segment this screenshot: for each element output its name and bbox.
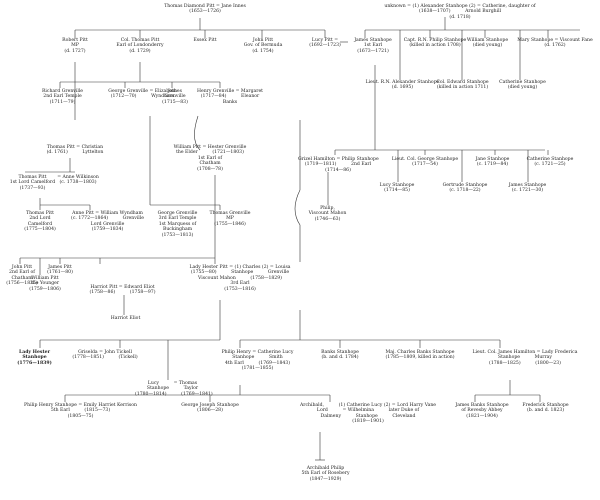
node-archibald-catherine-lucy: Archibald, (1) Catherine Lucy (2) = Lord…	[299, 403, 437, 425]
node-harriot-eliot: Harriot Eliot	[110, 316, 141, 321]
node-thomas-diamond-pitt: Thomas Diamond Pitt = Jane Innes (1653—1…	[164, 4, 246, 15]
node-henry-grenville: Henry Grenville = Margaret (1717—84) Ele…	[196, 89, 264, 105]
node-thomas-grenville: Thomas Grenville MP (1755—1846)	[209, 211, 251, 227]
node-maj-charles-banks-stanhope: Maj. Charles Banks Stanhope (1785—1809, …	[385, 350, 455, 361]
node-lady-hester-pitt-charles-stanhope: Lady Hester Pitt = (1) Charles (2) = Lou…	[189, 265, 291, 292]
node-george-grenville-buckingham: George Grenville 3rd Earl Temple 1st Mar…	[157, 211, 198, 238]
node-banks-stanhope: Banks Stanhope (b. and d. 1784)	[321, 350, 359, 361]
node-griselda: Griselda = John Tickell (1778—1851) (Tic…	[72, 350, 138, 361]
node-george-grenville: George Grenville = Elizabeth (1712—70) W…	[108, 89, 177, 100]
node-thomas-pitt-2nd-camelford: Thomas Pitt 2nd Lord Camelford (1775—180…	[24, 211, 56, 233]
node-philip-stanhope-2nd-earl: Grizel Hamilton = Philip Stanhope (1719—…	[298, 157, 379, 173]
node-harriot-pitt: Harriot Pitt = Edward Eliot (1758—86) (1…	[89, 285, 156, 296]
node-thomas-pitt-1st-camelford: Thomas Pitt 1st Lord Camelford (1737—93)	[9, 175, 56, 191]
node-lucy-stanhope: Lucy Stanhope (1714—85)	[379, 183, 415, 194]
node-richard-grenville: Richard Grenville 2nd Earl Temple (1711—…	[41, 89, 84, 105]
node-alexander-stanhope: unknown = (1) Alexander Stanhope (2) = C…	[384, 4, 536, 20]
node-lucy-pitt: Lucy Pitt = (1692—1723)	[309, 38, 341, 49]
node-gertrude-stanhope: Gertrude Stanhope (c. 1718—22)	[442, 183, 488, 194]
node-john-pitt-bermuda: John Pitt Gov. of Bermuda (d. 1754)	[243, 38, 283, 54]
node-col-edward-stanhope: Col. Edward Stanhope (killed in action 1…	[436, 80, 489, 91]
node-james-stanhope-child: James Stanhope (c. 1721—30)	[508, 183, 547, 194]
node-james-pitt: James Pitt (1761—80)	[47, 265, 73, 276]
node-james-grenville: James Grenville (1715—83)	[162, 89, 188, 105]
node-jane-stanhope: Jane Stanhope (c. 1719—84)	[475, 157, 510, 168]
node-philip-henry-5th-earl: Philip Henry Stanhope = Emily Harriet Ke…	[24, 403, 137, 419]
node-james-stanhope-1st-earl: James Stanhope 1st Earl (1673—1721)	[354, 38, 392, 54]
node-george-joseph-stanhope: George Joseph Stanhope (1806—28)	[181, 403, 239, 414]
connector	[294, 120, 301, 262]
connector	[194, 115, 201, 151]
node-james-banks-stanhope: James Banks Stanhope of Revesby Abbey (1…	[455, 403, 509, 419]
node-thomas-pitt-lyttelton: Thomas Pitt = Christian (d. 1761) Lyttel…	[46, 145, 104, 156]
node-mary-stanhope: Mary Stanhope = Viscount Fane (d. 1762)	[517, 38, 593, 49]
node-anne-wilkinson: = Anne Wilkinson (c. 1738—1803)	[57, 175, 99, 186]
node-lieut-col-james-hamilton-stanhope: Lieut. Col. James Hamilton = Lady Freder…	[472, 350, 578, 366]
node-archibald-philip-rosebery: Archibald Philip 5th Earl of Rosebery (1…	[301, 466, 350, 482]
node-capt-philip-stanhope: Capt. R.N. Philip Stanhope (killed in ac…	[403, 38, 467, 49]
node-john-pitt-2nd-chatham: John Pitt 2nd Earl of Chatham (1756—1835…	[6, 265, 38, 287]
node-lady-hester-stanhope: Lady Hester Stanhope (1776—1839)	[17, 350, 52, 366]
node-lieut-alexander-stanhope: Lieut. R.N. Alexander Stanhope (d. 1695)	[365, 80, 440, 91]
node-lieut-col-george-stanhope: Lieut. Col. George Stanhope (1717—54)	[391, 157, 459, 168]
node-william-pitt-elder: William Pitt = Hester Grenville the Elde…	[173, 145, 247, 172]
node-essex-pitt: Essex Pitt	[193, 38, 217, 43]
node-philip-henry-4th-earl: Philip Henry = Catherine Lucy Stanhope S…	[221, 350, 294, 372]
node-lucy-stanhope-taylor: Lucy = Thomas Stanhope Taylor (1780—1814…	[135, 381, 213, 397]
node-william-stanhope: William Stanhope (died young)	[466, 38, 509, 49]
node-anne-pitt-grenville: Anne Pitt = William Wyndham (c. 1772—186…	[71, 211, 144, 233]
node-col-thomas-pitt: Col. Thomas Pitt Earl of Londonderry (d.…	[116, 38, 164, 54]
node-philip-viscount-mahon: Philip, Viscount Mahon (1746—63)	[308, 206, 347, 222]
node-catherine-stanhope: Catherine Stanhope (c. 1721—25)	[526, 157, 574, 168]
node-robert-pitt: Robert Pitt MP (d. 1727)	[62, 38, 88, 54]
node-frederick-stanhope: Frederick Stanhope (b. and d. 1823)	[522, 403, 569, 414]
node-william-pitt-younger: William Pitt the Younger (1759—1806)	[29, 276, 61, 292]
node-catherine-stanhope-young: Catherine Stanhope (died young)	[499, 80, 546, 91]
